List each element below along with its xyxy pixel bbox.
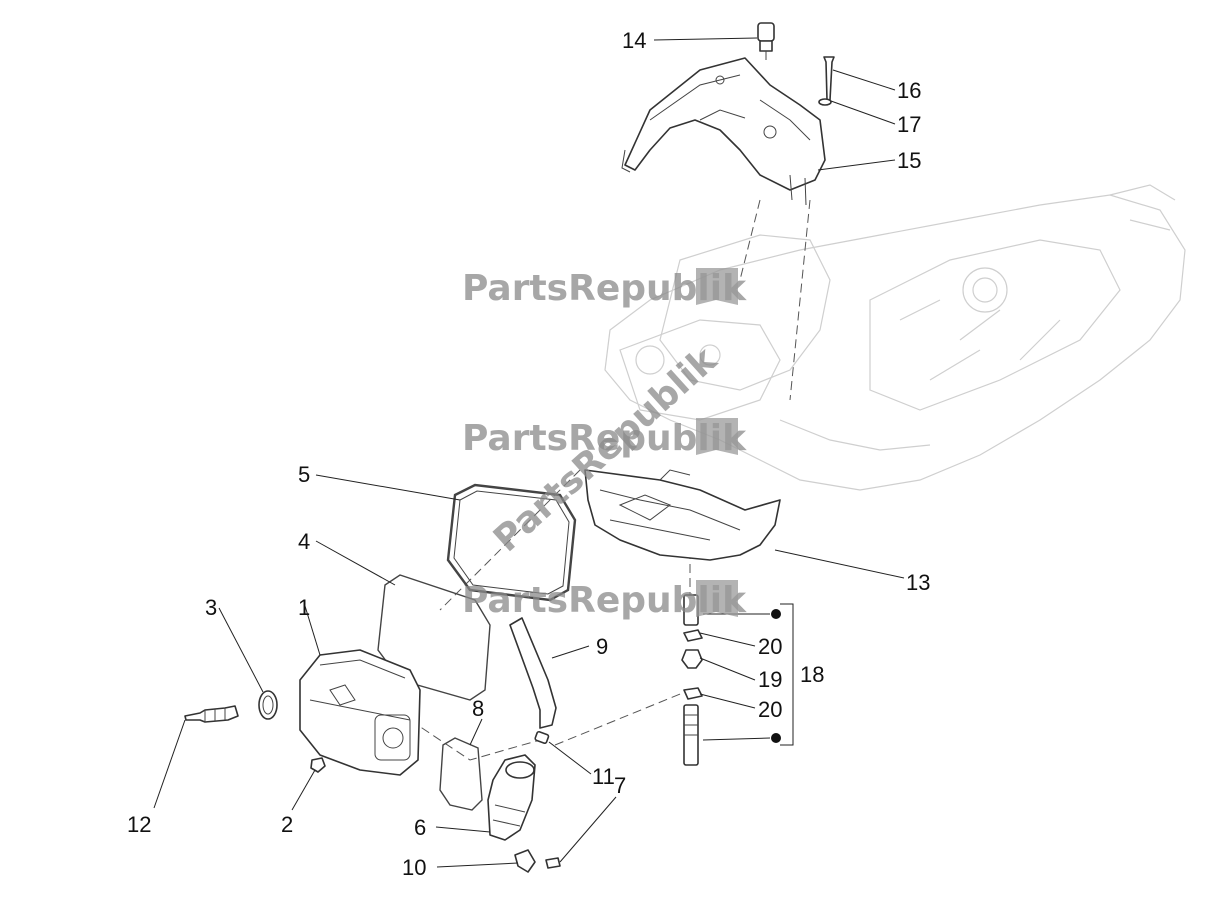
callout-15: 15: [897, 148, 921, 173]
callout-3: 3: [205, 595, 217, 620]
watermark-3: PartsRepublik: [462, 580, 747, 621]
head-cover-part-1: [299, 649, 421, 776]
sensor-plug-part-14: [757, 22, 775, 60]
washer-part-17: [818, 98, 832, 106]
gasket-part-5: [446, 483, 577, 602]
nut-part-20-lower: [683, 687, 703, 700]
breather-hose-part-9: [509, 617, 557, 729]
callout-17: 17: [897, 112, 921, 137]
callout-11: 11: [592, 764, 615, 789]
callout-7: 7: [614, 773, 626, 798]
callout-1: 1: [298, 595, 310, 620]
callout-6: 6: [414, 815, 426, 840]
breather-housing-part-6: [487, 754, 536, 841]
screw-part-7: [545, 857, 561, 869]
screw-part-16: [823, 56, 835, 101]
callout-13: 13: [906, 570, 930, 595]
hose-clamp-part-11: [534, 730, 550, 744]
callout-8: 8: [472, 696, 484, 721]
cover-shroud-part-15: [621, 57, 826, 206]
watermark-1: PartsRepublik: [462, 268, 747, 309]
gear-flag-icon: [696, 268, 738, 305]
callout-4: 4: [298, 529, 310, 554]
gear-flag-icon: [696, 580, 738, 617]
callout-labels: 14 16 17 15 5 13 4 3 1 9 20 19 18 20 8 1…: [127, 28, 930, 880]
spark-plug-part-12: [184, 705, 239, 723]
damper-part-19: [681, 649, 703, 669]
callout-18: 18: [800, 662, 824, 687]
callout-12: 12: [127, 812, 151, 837]
gasket-part-8: [439, 737, 483, 811]
callout-5: 5: [298, 462, 310, 487]
callout-20-lower: 20: [758, 697, 782, 722]
callout-2: 2: [281, 812, 293, 837]
bracket-part-10: [514, 849, 536, 873]
callout-19: 19: [758, 667, 782, 692]
gear-flag-icon: [696, 418, 738, 455]
callout-9: 9: [596, 634, 608, 659]
callout-14: 14: [622, 28, 646, 53]
group-bracket-18: [771, 603, 794, 746]
callout-20-upper: 20: [758, 634, 782, 659]
callout-16: 16: [897, 78, 921, 103]
nut-part-20-upper: [683, 629, 703, 642]
leader-lines: [153, 37, 905, 868]
lower-shroud-part-13: [584, 469, 781, 561]
bolt-part-2: [310, 757, 326, 773]
callout-10: 10: [402, 855, 426, 880]
seal-ring-part-3: [258, 690, 278, 720]
stud-bolt-part-18: [683, 594, 699, 766]
watermark-2: PartsRepublik: [462, 418, 747, 459]
